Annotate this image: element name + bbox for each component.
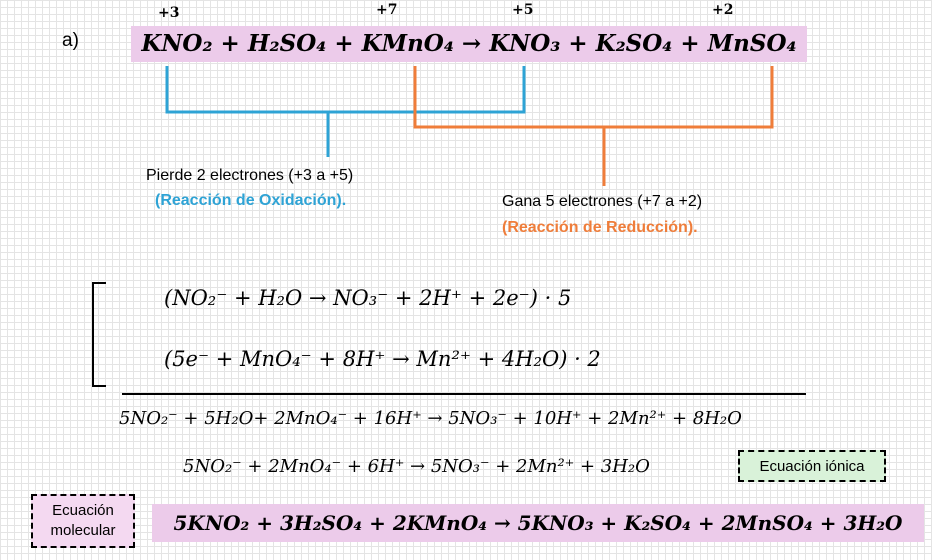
part-label: a) (62, 30, 79, 51)
molecular-equation: 5KNO₂ + 3H₂SO₄ + 2KMnO₄ → 5KNO₃ + K₂SO₄ … (152, 504, 924, 542)
reduction-half-reaction: (5e⁻ + MnO₄⁻ + 8H⁺ → Mn²⁺ + 4H₂O) · 2 (164, 347, 601, 371)
oxidation-state-n-product: +5 (512, 2, 534, 18)
oxidation-state-mn-product: +2 (712, 2, 734, 18)
oxidation-state-mn-reactant: +7 (376, 2, 398, 18)
molecular-equation-label: Ecuación molecular (31, 494, 135, 548)
main-equation: KNO₂ + H₂SO₄ + KMnO₄ → KNO₃ + K₂SO₄ + Mn… (131, 26, 807, 62)
ionic-equation-label: Ecuación iónica (738, 450, 886, 482)
system-brace (92, 282, 106, 387)
oxidation-label: (Reacción de Oxidación). (155, 192, 347, 209)
oxidation-state-n-reactant: +3 (158, 5, 180, 21)
reduction-bracket (413, 66, 774, 186)
sum-equation: 5NO₂⁻ + 5H₂O+ 2MnO₄⁻ + 16H⁺ → 5NO₃⁻ + 10… (119, 408, 742, 429)
reduction-description: Gana 5 electrones (+7 a +2) (502, 193, 703, 210)
oxidation-description: Pierde 2 electrones (+3 a +5) (146, 167, 354, 184)
oxidation-half-reaction: (NO₂⁻ + H₂O → NO₃⁻ + 2H⁺ + 2e⁻) · 5 (164, 286, 572, 310)
ionic-equation: 5NO₂⁻ + 2MnO₄⁻ + 6H⁺ → 5NO₃⁻ + 2Mn²⁺ + 3… (183, 456, 650, 477)
oxidation-bracket (165, 66, 526, 157)
reduction-label: (Reacción de Reducción). (502, 219, 698, 236)
